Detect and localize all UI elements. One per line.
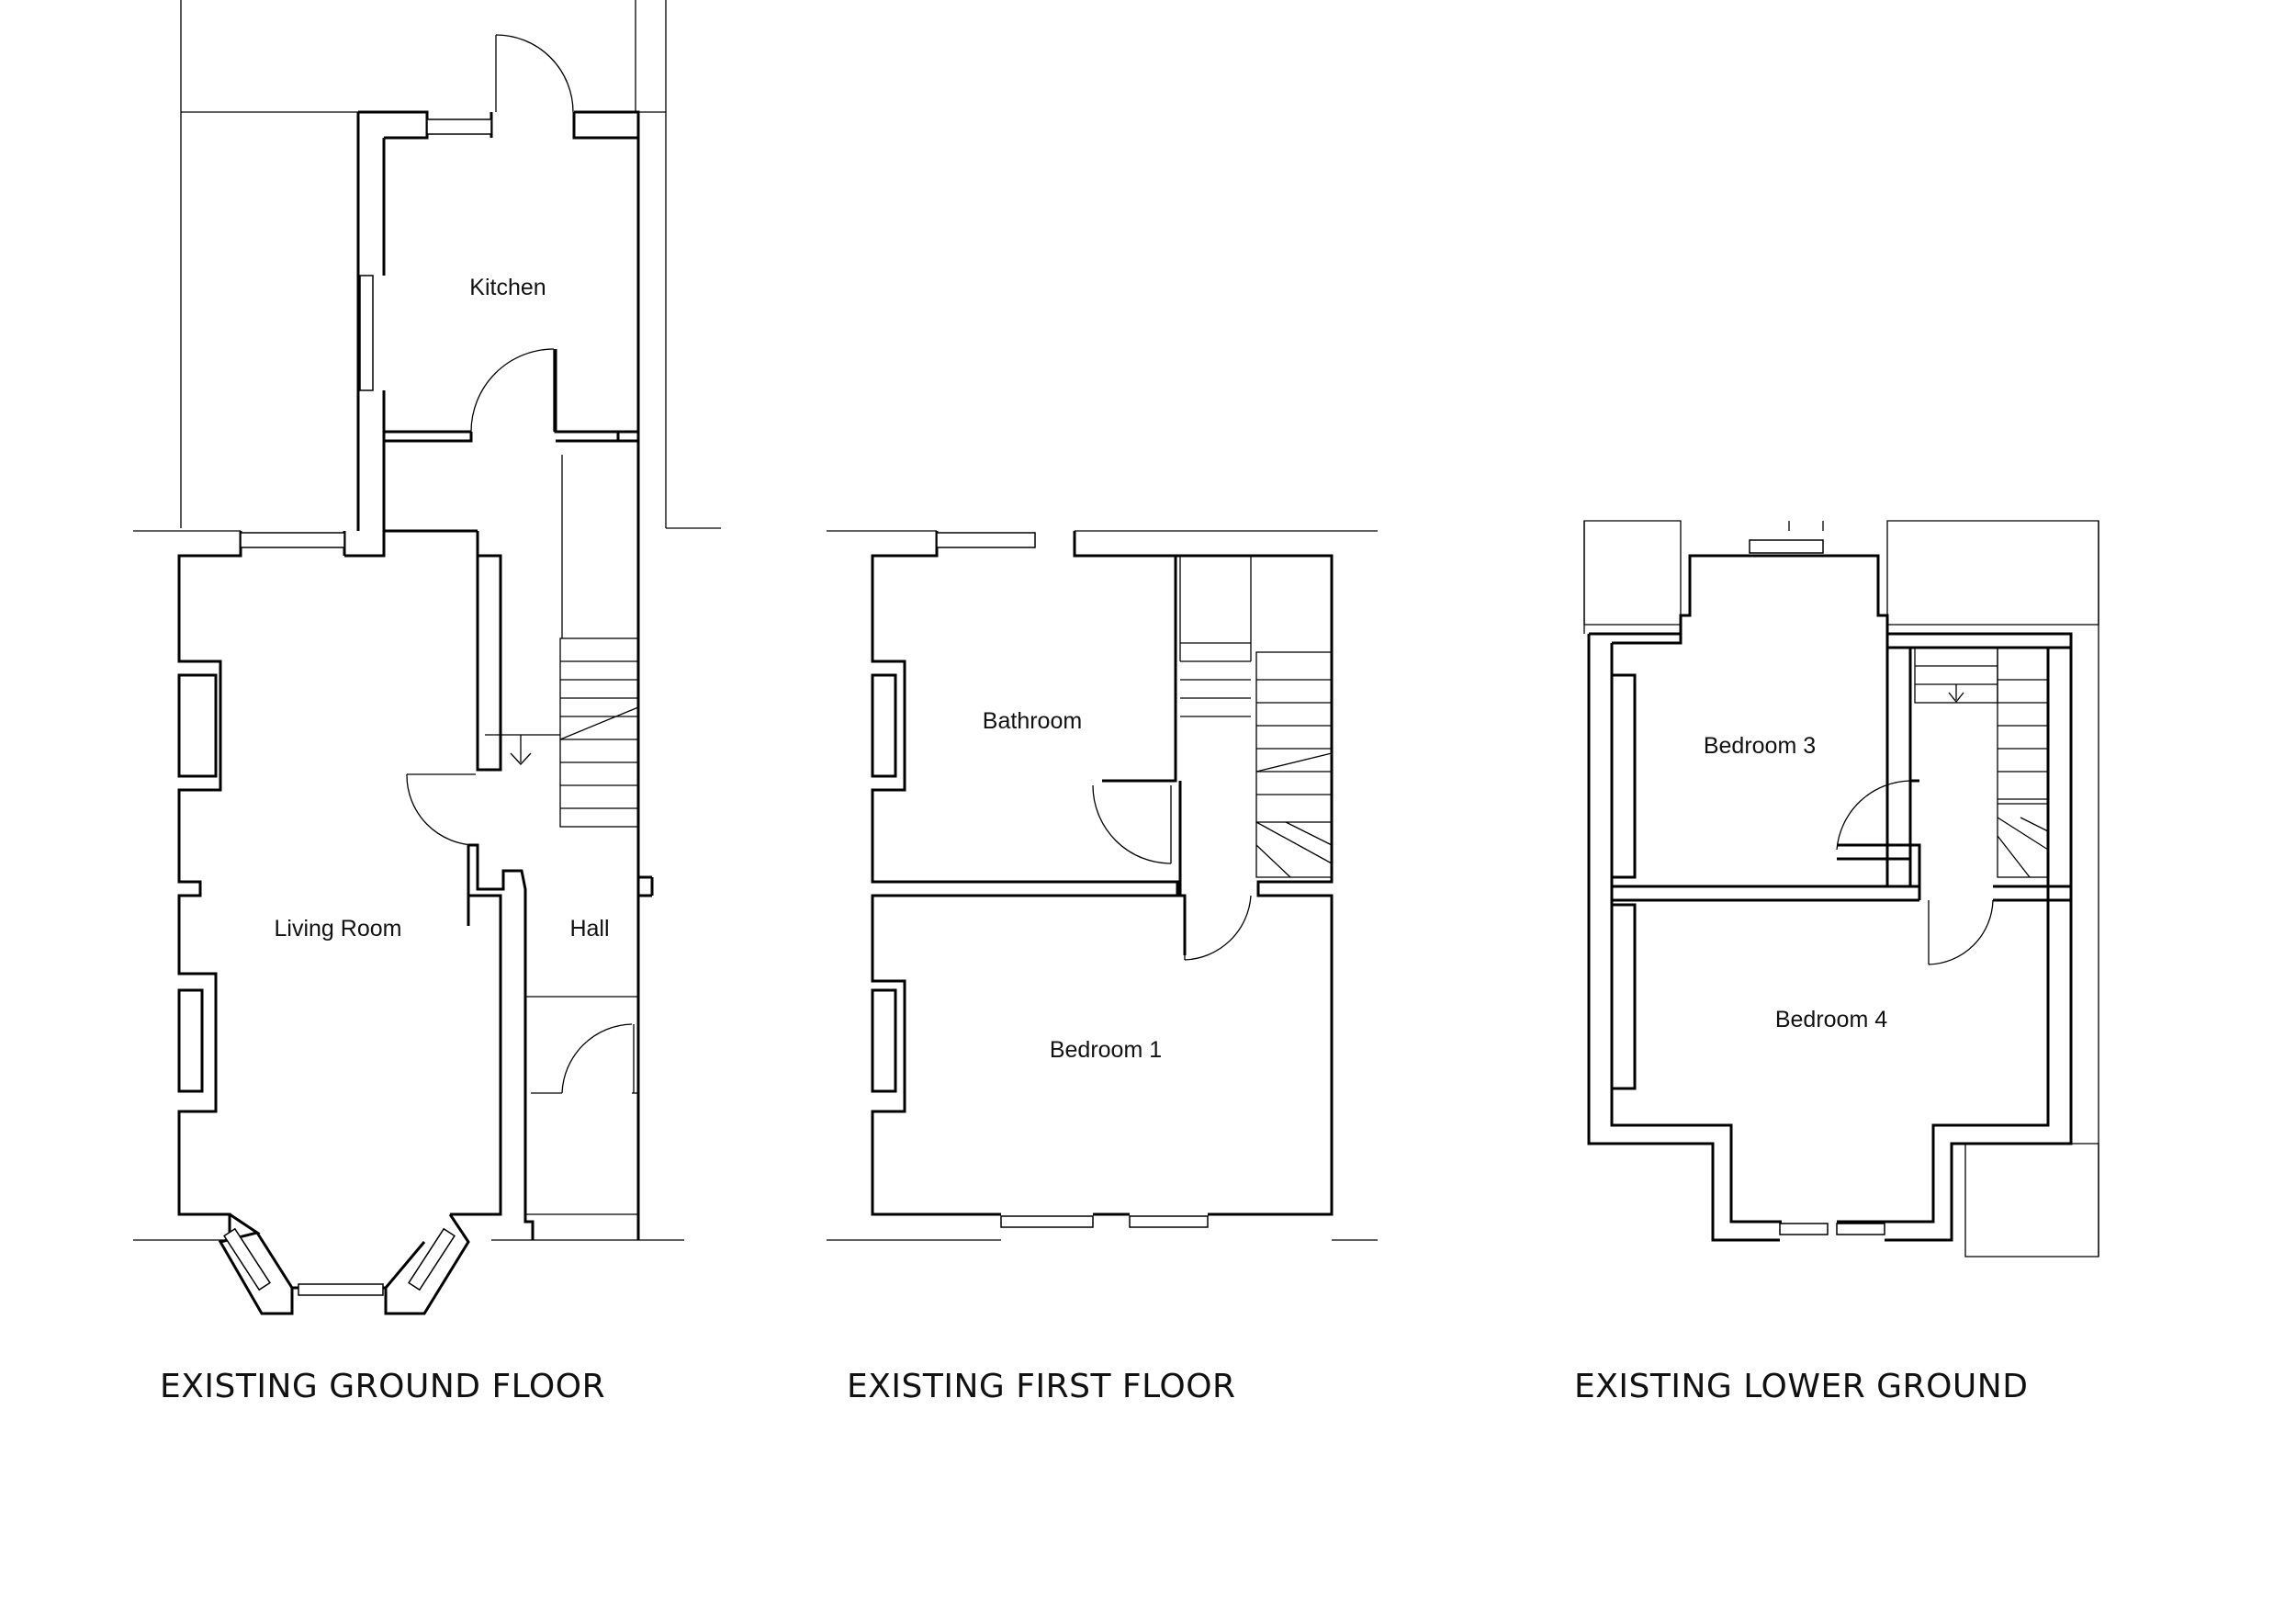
bedroom1-side-recess bbox=[871, 988, 897, 1093]
bathroom-side-recess bbox=[871, 673, 897, 778]
kitchen-door bbox=[470, 348, 555, 433]
lower-ground-walls bbox=[1587, 554, 2073, 1242]
bedroom4-front-window-right bbox=[1836, 1223, 1885, 1235]
first-floor-plan: Bathroom Bedroom 1 bbox=[827, 530, 1378, 1241]
kitchen-rear-window bbox=[426, 118, 492, 135]
room-label-bedroom4: Bedroom 4 bbox=[1775, 1007, 1887, 1032]
bedroom1-front-window-right bbox=[1129, 1215, 1209, 1228]
room-label-bedroom3: Bedroom 3 bbox=[1704, 733, 1816, 759]
first-site-boundary bbox=[827, 530, 1378, 1241]
first-floor-walls bbox=[871, 531, 1334, 1216]
bedroom4-front-window-left bbox=[1779, 1223, 1829, 1235]
bedroom3-door bbox=[1836, 780, 1911, 851]
living-room-recess-bottom bbox=[177, 988, 204, 1093]
room-label-kitchen: Kitchen bbox=[469, 275, 546, 300]
ground-back-door bbox=[495, 34, 574, 113]
first-floor-stairs bbox=[1179, 556, 1333, 878]
room-label-bedroom1: Bedroom 1 bbox=[1050, 1037, 1162, 1063]
bay-left-window bbox=[223, 1227, 271, 1291]
bedroom1-front-window-left bbox=[1000, 1215, 1094, 1228]
hall-walls bbox=[382, 432, 654, 1240]
bedroom1-door bbox=[1184, 895, 1252, 961]
bathroom-rear-window bbox=[936, 532, 1036, 548]
bedroom4-door bbox=[1928, 899, 1994, 965]
kitchen-side-window bbox=[359, 275, 374, 391]
bathroom-door bbox=[1092, 784, 1172, 864]
plan-title-first-floor: EXISTING FIRST FLOOR bbox=[847, 1368, 1236, 1405]
lower-site-boundary bbox=[1583, 520, 2099, 1257]
bay-right-window bbox=[408, 1227, 456, 1291]
plan-title-lower-ground: EXISTING LOWER GROUND bbox=[1574, 1368, 2028, 1405]
room-label-living-room: Living Room bbox=[275, 916, 402, 942]
lower-side-recess-top bbox=[1610, 673, 1637, 879]
ground-front-door bbox=[525, 996, 638, 1215]
kitchen-walls bbox=[356, 110, 640, 531]
living-room-recess-top bbox=[177, 673, 218, 778]
ground-floor-stairs bbox=[485, 455, 639, 828]
room-label-bathroom: Bathroom bbox=[983, 708, 1082, 734]
plan-title-ground-floor: EXISTING GROUND FLOOR bbox=[160, 1368, 605, 1405]
lower-ground-plan: Bedroom 3 Bedroom 4 bbox=[1583, 520, 2099, 1257]
lower-ground-stairs bbox=[1914, 647, 2049, 878]
bay-front-window bbox=[298, 1283, 384, 1296]
lower-side-recess-bottom bbox=[1610, 903, 1637, 1090]
living-room-rear-window bbox=[240, 532, 345, 548]
lower-rear-window bbox=[1749, 539, 1824, 554]
room-label-hall: Hall bbox=[569, 916, 609, 942]
ground-site-boundary bbox=[133, 0, 721, 1241]
ground-floor-plan: Kitchen Living Room Hall bbox=[133, 0, 721, 1315]
living-room-door bbox=[406, 773, 478, 846]
living-room-walls bbox=[177, 529, 535, 1240]
